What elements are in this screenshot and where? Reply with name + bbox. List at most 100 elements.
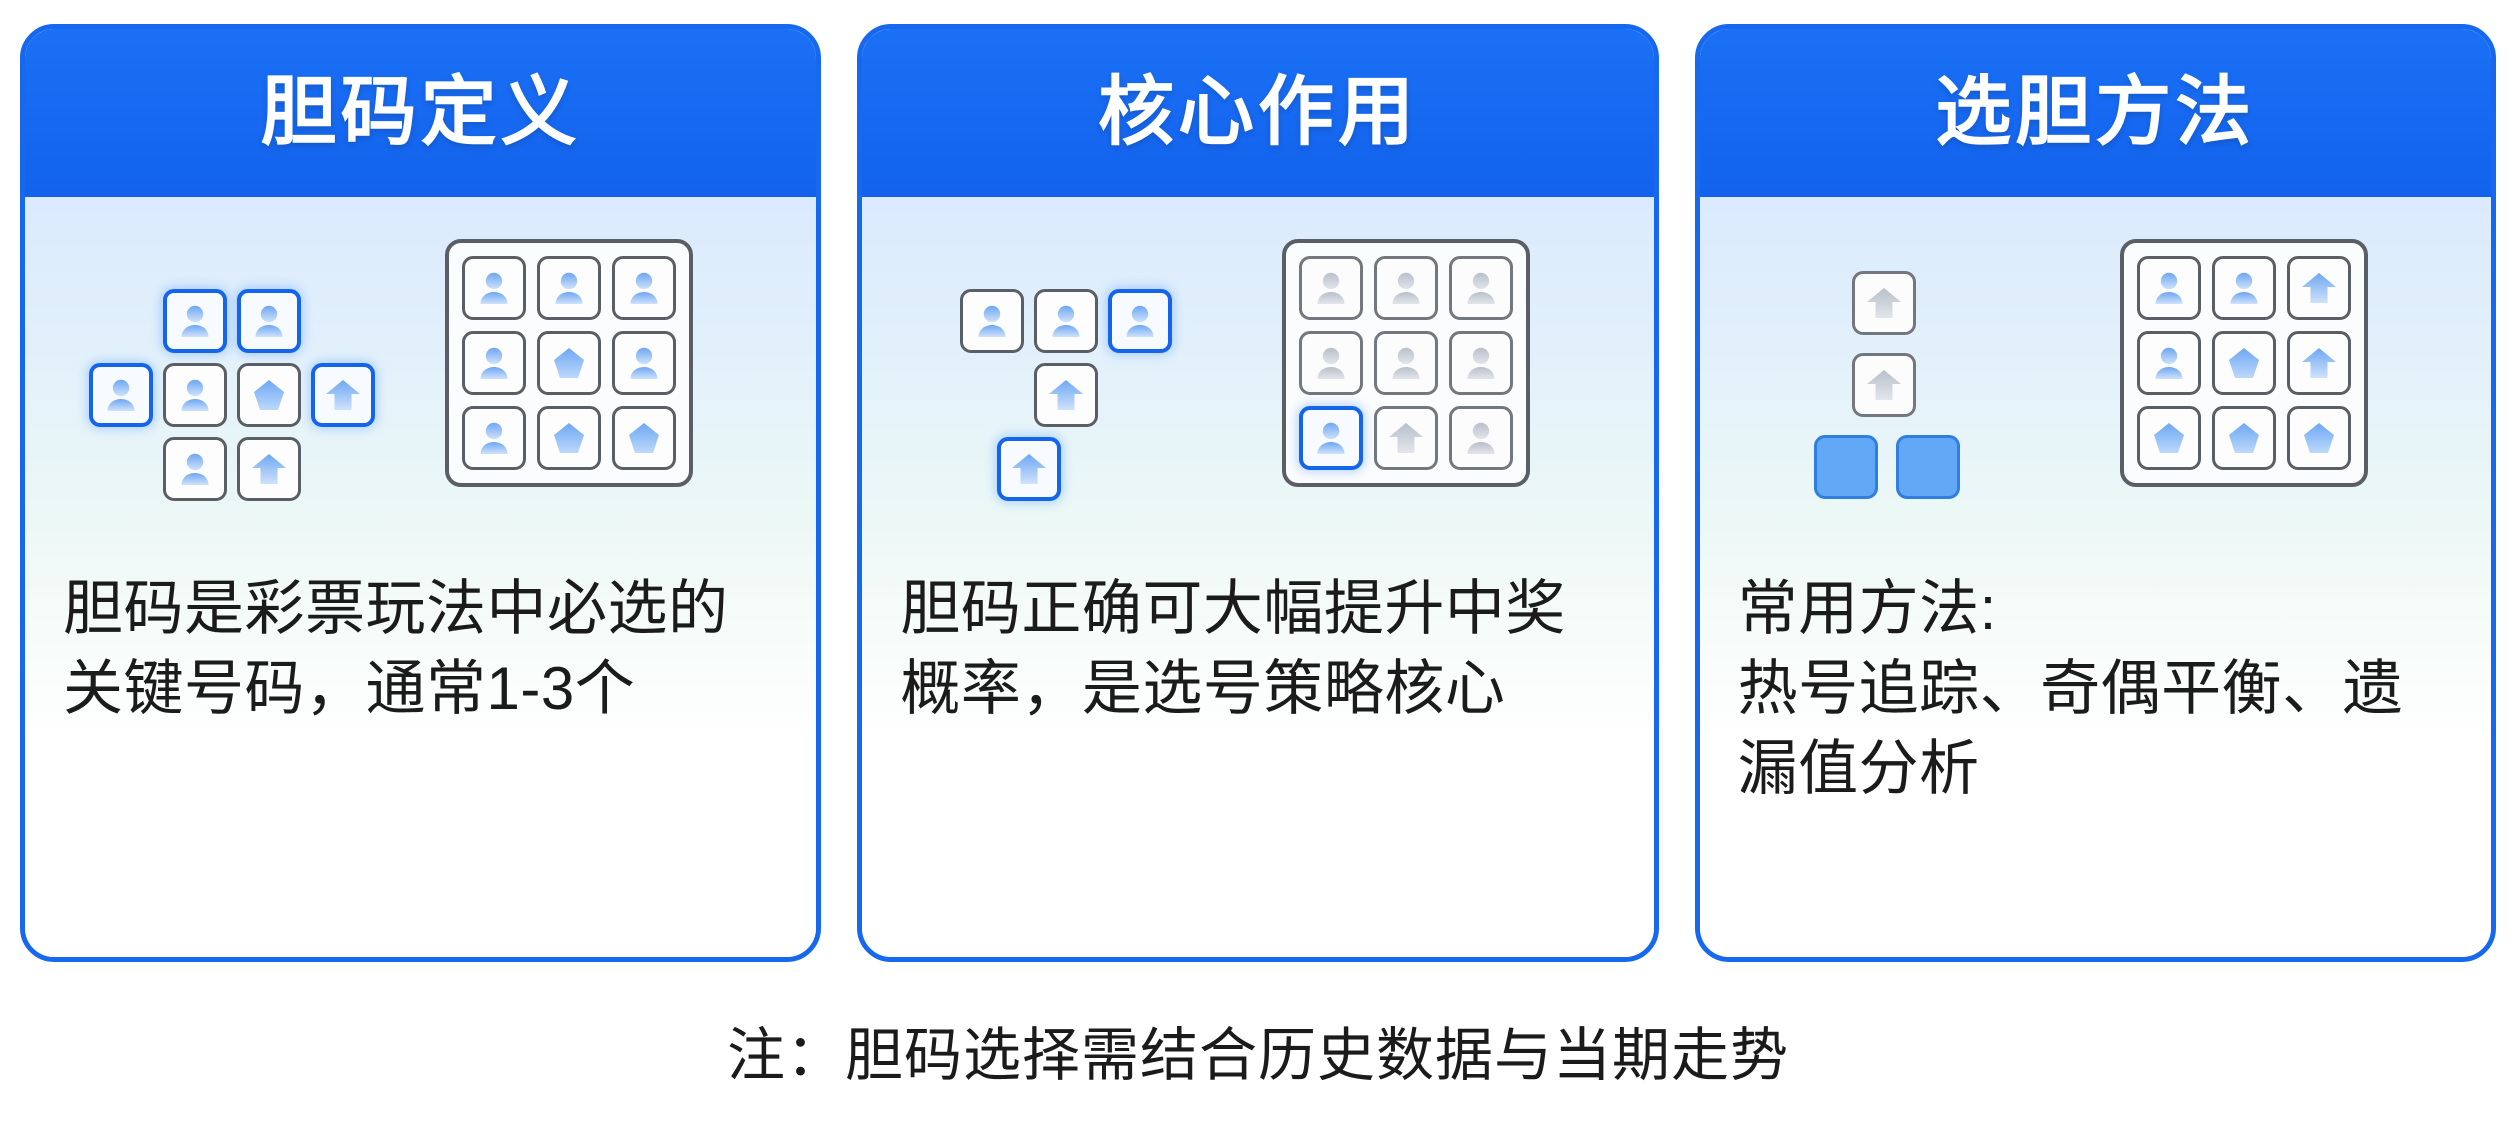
card-core-function: 核心作用 (857, 24, 1659, 962)
card-dan-ma-definition: 胆码定义 (20, 24, 822, 962)
person-icon (255, 305, 283, 337)
person-icon (2230, 272, 2258, 304)
tile-person[interactable] (537, 256, 601, 320)
tile-arrow-up[interactable] (2286, 331, 2351, 395)
tile-person[interactable] (2136, 331, 2201, 395)
cards-row: 胆码定义 (20, 24, 2496, 962)
tile-person[interactable] (1449, 406, 1514, 470)
tile-grid-panel (1282, 239, 1531, 487)
arrow-up-icon (1866, 370, 1901, 400)
tile-person[interactable] (1374, 256, 1439, 320)
tile-pentagon[interactable] (537, 331, 601, 395)
person-icon (1467, 422, 1495, 454)
tile-person[interactable] (612, 331, 676, 395)
tile-pentagon[interactable] (2211, 331, 2276, 395)
tile-person[interactable] (462, 406, 526, 470)
arrow-up-icon (1012, 454, 1047, 484)
tile-pentagon[interactable] (237, 363, 301, 427)
tile-person[interactable] (2136, 256, 2201, 320)
person-icon (480, 347, 508, 379)
tile-pentagon[interactable] (612, 406, 676, 470)
tile-pentagon[interactable] (2286, 406, 2351, 470)
card-body: 常用方法: 热号追踪、奇偶平衡、遗漏值分析 (1699, 197, 2491, 957)
tile-arrow-up[interactable] (311, 363, 375, 427)
card-description: 常用方法: 热号追踪、奇偶平衡、遗漏值分析 (1737, 575, 2404, 802)
tile-person[interactable] (1299, 256, 1364, 320)
tile-arrow-up[interactable] (1034, 363, 1099, 427)
illustration (862, 197, 1653, 569)
footer-note: 注：胆码选择需结合历史数据与当期走势 (726, 1023, 1789, 1088)
tile-person[interactable] (237, 289, 301, 353)
tile-arrow-up[interactable] (1851, 271, 1916, 335)
tile-person[interactable] (1449, 256, 1514, 320)
tile-arrow-up[interactable] (1851, 353, 1916, 417)
pentagon-icon (2228, 348, 2259, 378)
pentagon-icon (254, 380, 284, 410)
card-selection-method: 选胆方法 (1694, 24, 2496, 962)
person-icon (1392, 347, 1420, 379)
person-icon (630, 347, 658, 379)
tile-person[interactable] (462, 256, 526, 320)
pentagon-icon (2153, 423, 2184, 453)
arrow-up-icon (1866, 288, 1901, 318)
person-icon (1317, 422, 1345, 454)
arrow-up-icon (252, 454, 286, 484)
tile-person[interactable] (1108, 289, 1173, 353)
pentagon-icon (629, 423, 659, 453)
card-description: 胆码正确可大幅提升中奖概率，是选号策略核心 (900, 575, 1566, 722)
arrow-up-icon (1049, 380, 1084, 410)
card-header: 选胆方法 (1699, 29, 2491, 197)
tile-pentagon[interactable] (2136, 406, 2201, 470)
tile-arrow-up[interactable] (997, 437, 1062, 501)
person-icon (978, 305, 1006, 337)
arrow-up-icon (326, 380, 360, 410)
tile-person[interactable] (1034, 289, 1099, 353)
pentagon-icon (554, 348, 584, 378)
tile-pentagon[interactable] (537, 406, 601, 470)
illustration (1700, 197, 2491, 569)
tile-arrow-up[interactable] (1374, 406, 1439, 470)
tile-person[interactable] (1449, 331, 1514, 395)
card-body: 胆码是彩票玩法中必选的关键号码，通常1-3个 (25, 197, 817, 957)
tile-grid-panel (2119, 239, 2368, 487)
person-icon (181, 305, 209, 337)
pentagon-icon (2228, 423, 2259, 453)
tile-person[interactable] (960, 289, 1025, 353)
tile-blank[interactable] (1895, 435, 1960, 499)
person-icon (630, 272, 658, 304)
tile-pentagon[interactable] (2211, 406, 2276, 470)
card-title: 选胆方法 (1935, 70, 2256, 155)
person-icon (181, 379, 209, 411)
tile-person[interactable] (612, 256, 676, 320)
tile-person[interactable] (163, 289, 227, 353)
tile-grid-panel (445, 239, 693, 487)
tile-cluster (1740, 227, 2140, 527)
card-title: 胆码定义 (260, 70, 581, 155)
pentagon-icon (554, 423, 584, 453)
tile-person[interactable] (163, 437, 227, 501)
person-icon (181, 453, 209, 485)
tile-arrow-up[interactable] (237, 437, 301, 501)
person-icon (1467, 347, 1495, 379)
tile-arrow-up[interactable] (2286, 256, 2351, 320)
tile-cluster (902, 227, 1302, 527)
person-icon (1317, 272, 1345, 304)
person-icon (480, 422, 508, 454)
card-description: 胆码是彩票玩法中必选的关键号码，通常1-3个 (63, 575, 729, 722)
tile-person[interactable] (1299, 406, 1364, 470)
card-body: 胆码正确可大幅提升中奖概率，是选号策略核心 (862, 197, 1654, 957)
tile-blank[interactable] (1813, 435, 1878, 499)
card-header: 核心作用 (862, 29, 1654, 197)
tile-person[interactable] (163, 363, 227, 427)
tile-person[interactable] (1374, 331, 1439, 395)
pentagon-icon (2303, 423, 2334, 453)
person-icon (555, 272, 583, 304)
tile-person[interactable] (89, 363, 153, 427)
arrow-up-icon (2301, 348, 2336, 378)
tile-person[interactable] (1299, 331, 1364, 395)
tile-person[interactable] (462, 331, 526, 395)
tile-person[interactable] (2211, 256, 2276, 320)
person-icon (1392, 272, 1420, 304)
person-icon (1052, 305, 1080, 337)
